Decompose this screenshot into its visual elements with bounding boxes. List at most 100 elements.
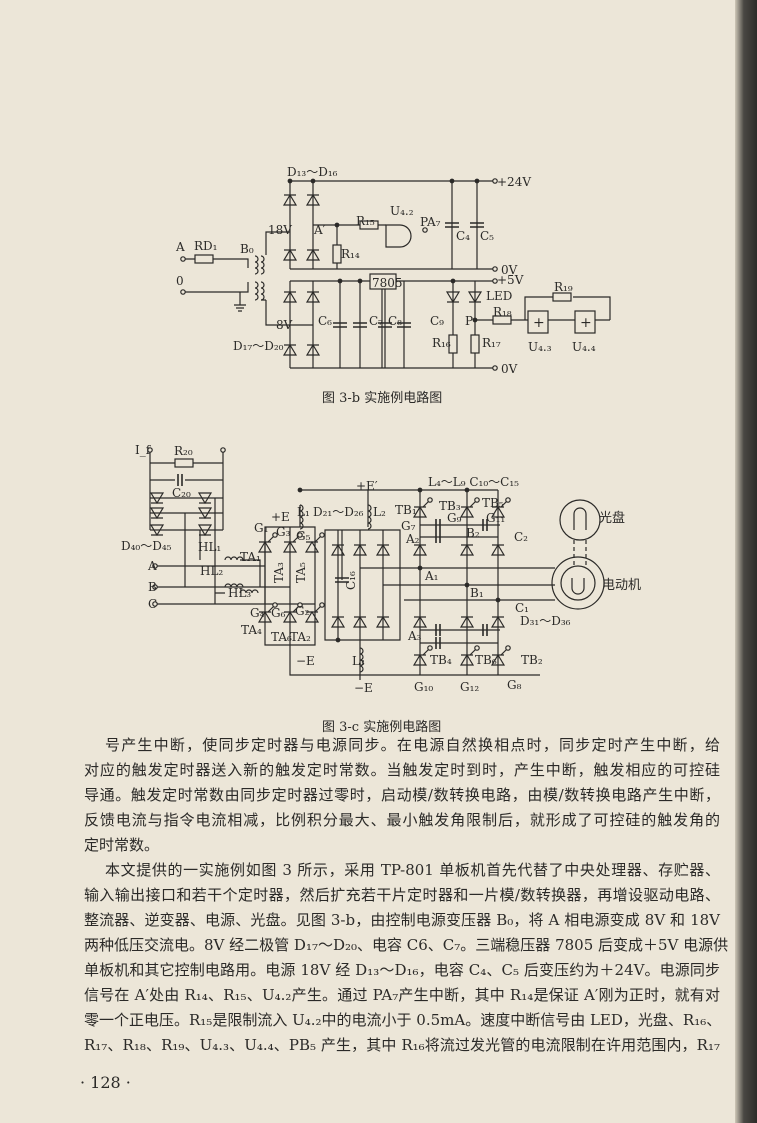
label: C₈ <box>388 314 402 328</box>
resistor-symbol <box>470 334 480 354</box>
label: L₂ <box>373 505 386 519</box>
terminal <box>297 602 303 608</box>
label: TB₅ <box>482 496 504 510</box>
label: B₂ <box>466 526 480 540</box>
terminal <box>505 497 511 503</box>
diode-symbol <box>305 343 321 356</box>
capacitor-symbol <box>397 322 411 328</box>
diode-symbol <box>459 543 475 556</box>
junction-dot <box>495 597 501 603</box>
label: HL₂ <box>200 564 223 578</box>
label: 0 <box>176 274 184 288</box>
text-line: 输入输出接口和若干个定时器，然后扩充若干片定时器和一片模/数转换器，再增设驱动电… <box>84 886 720 904</box>
label: +E′ <box>356 479 378 493</box>
gate-lead <box>469 648 477 656</box>
inductor-coil <box>239 589 259 594</box>
wire <box>183 231 495 369</box>
resistor-symbol <box>174 458 194 468</box>
label: G₈ <box>507 678 522 692</box>
diode-symbol <box>459 505 475 518</box>
regulator-7805-box <box>369 273 397 290</box>
plus-sign: + <box>533 315 545 331</box>
diode-symbol <box>445 291 461 304</box>
diode-symbol <box>282 610 298 623</box>
inductor-coil <box>359 647 364 673</box>
diode-symbol <box>304 540 320 553</box>
text-line: 定时常数。 <box>84 836 160 854</box>
label: G₁₁ <box>486 511 505 525</box>
label: C₆ <box>318 314 332 328</box>
text-line: 反馈电流与指令电流相减，比例积分最大、最小触发角限制后，就形成了可控硅的触发角的 <box>84 811 720 829</box>
u43-gate <box>527 310 549 334</box>
capacitor-symbol <box>333 322 347 328</box>
diode-symbol <box>375 543 391 556</box>
diode-symbol <box>375 615 391 628</box>
junction-dot <box>464 582 470 588</box>
junction-dot <box>335 637 341 643</box>
label: L₃ <box>352 654 365 668</box>
figure-3b-wiring <box>183 180 611 369</box>
diode-symbol <box>197 524 213 537</box>
label: C₂₀ <box>172 486 191 500</box>
label: R₁₅ <box>356 214 375 228</box>
label: C₉ <box>430 314 444 328</box>
inductor-coil <box>260 281 265 301</box>
capacitor-symbol <box>435 531 441 543</box>
terminal <box>272 532 278 538</box>
label: A <box>175 240 185 254</box>
label: RD₁ <box>194 239 217 253</box>
label: TA₁ <box>240 550 261 564</box>
inductor-coil <box>254 255 259 275</box>
gate-lead <box>292 605 300 613</box>
terminal <box>492 178 498 184</box>
label: 0V <box>501 263 518 277</box>
text-line: 信号在 A′处由 R₁₄、R₁₅、U₄.₂产生。通过 PA₇产生中断，其中 R₁… <box>84 986 720 1004</box>
diode-symbol <box>412 653 428 666</box>
motor-rotor <box>571 578 585 595</box>
gate-lead <box>292 535 300 543</box>
text-line: 零一个正电压。R₁₅是限制流入 U₄.₂中的电流小于 0.5mA。速度中断信号由… <box>84 1011 722 1029</box>
label: TB₆ <box>475 653 497 667</box>
label: TA₆ <box>271 630 292 644</box>
terminal <box>427 645 433 651</box>
capacitor-symbol <box>177 474 183 486</box>
capacitor-symbol <box>482 624 488 636</box>
inductor-coil <box>299 504 304 530</box>
adjacent-page-edge <box>735 0 757 1123</box>
diode-symbol <box>305 193 321 206</box>
label: HL₁ <box>198 540 221 554</box>
figure-3b-caption: 图 3-b 实施例电路图 <box>322 390 442 406</box>
label: R₁₉ <box>554 280 573 294</box>
label: G₃ <box>276 525 291 539</box>
resistor-symbol <box>194 254 214 264</box>
label: P <box>465 314 473 328</box>
label: G₉ <box>447 511 462 525</box>
label: R₂₀ <box>174 444 193 458</box>
diode-symbol <box>257 540 273 553</box>
resistor-symbol <box>492 315 512 325</box>
junction-dot <box>450 278 456 284</box>
label: 0V <box>501 362 518 376</box>
label: R₁₇ <box>482 336 501 350</box>
label: 18V <box>268 223 292 237</box>
label: HL₃ <box>228 586 251 600</box>
text-line: 两种低压交流电。8V 经二极管 D₁₇～D₂₀、电容 C6、C₇。三端稳压器 7… <box>84 936 729 954</box>
wire <box>270 180 495 270</box>
terminal <box>474 497 480 503</box>
diode-symbol <box>282 248 298 261</box>
gate-lead <box>314 605 322 613</box>
diode-symbol <box>490 543 506 556</box>
label: C₁ <box>515 601 529 615</box>
diode-symbol <box>257 610 273 623</box>
terminal <box>152 563 158 569</box>
label: G₁₂ <box>460 680 479 694</box>
label: −E <box>296 654 315 668</box>
terminal <box>180 289 186 295</box>
gate-lead <box>500 648 508 656</box>
label: 电动机 <box>602 578 641 593</box>
capacitor-symbol <box>482 519 488 531</box>
label: A <box>147 559 157 573</box>
label: C₁₆ <box>344 571 358 590</box>
figure-3c-caption: 图 3-c 实施例电路图 <box>322 719 441 735</box>
